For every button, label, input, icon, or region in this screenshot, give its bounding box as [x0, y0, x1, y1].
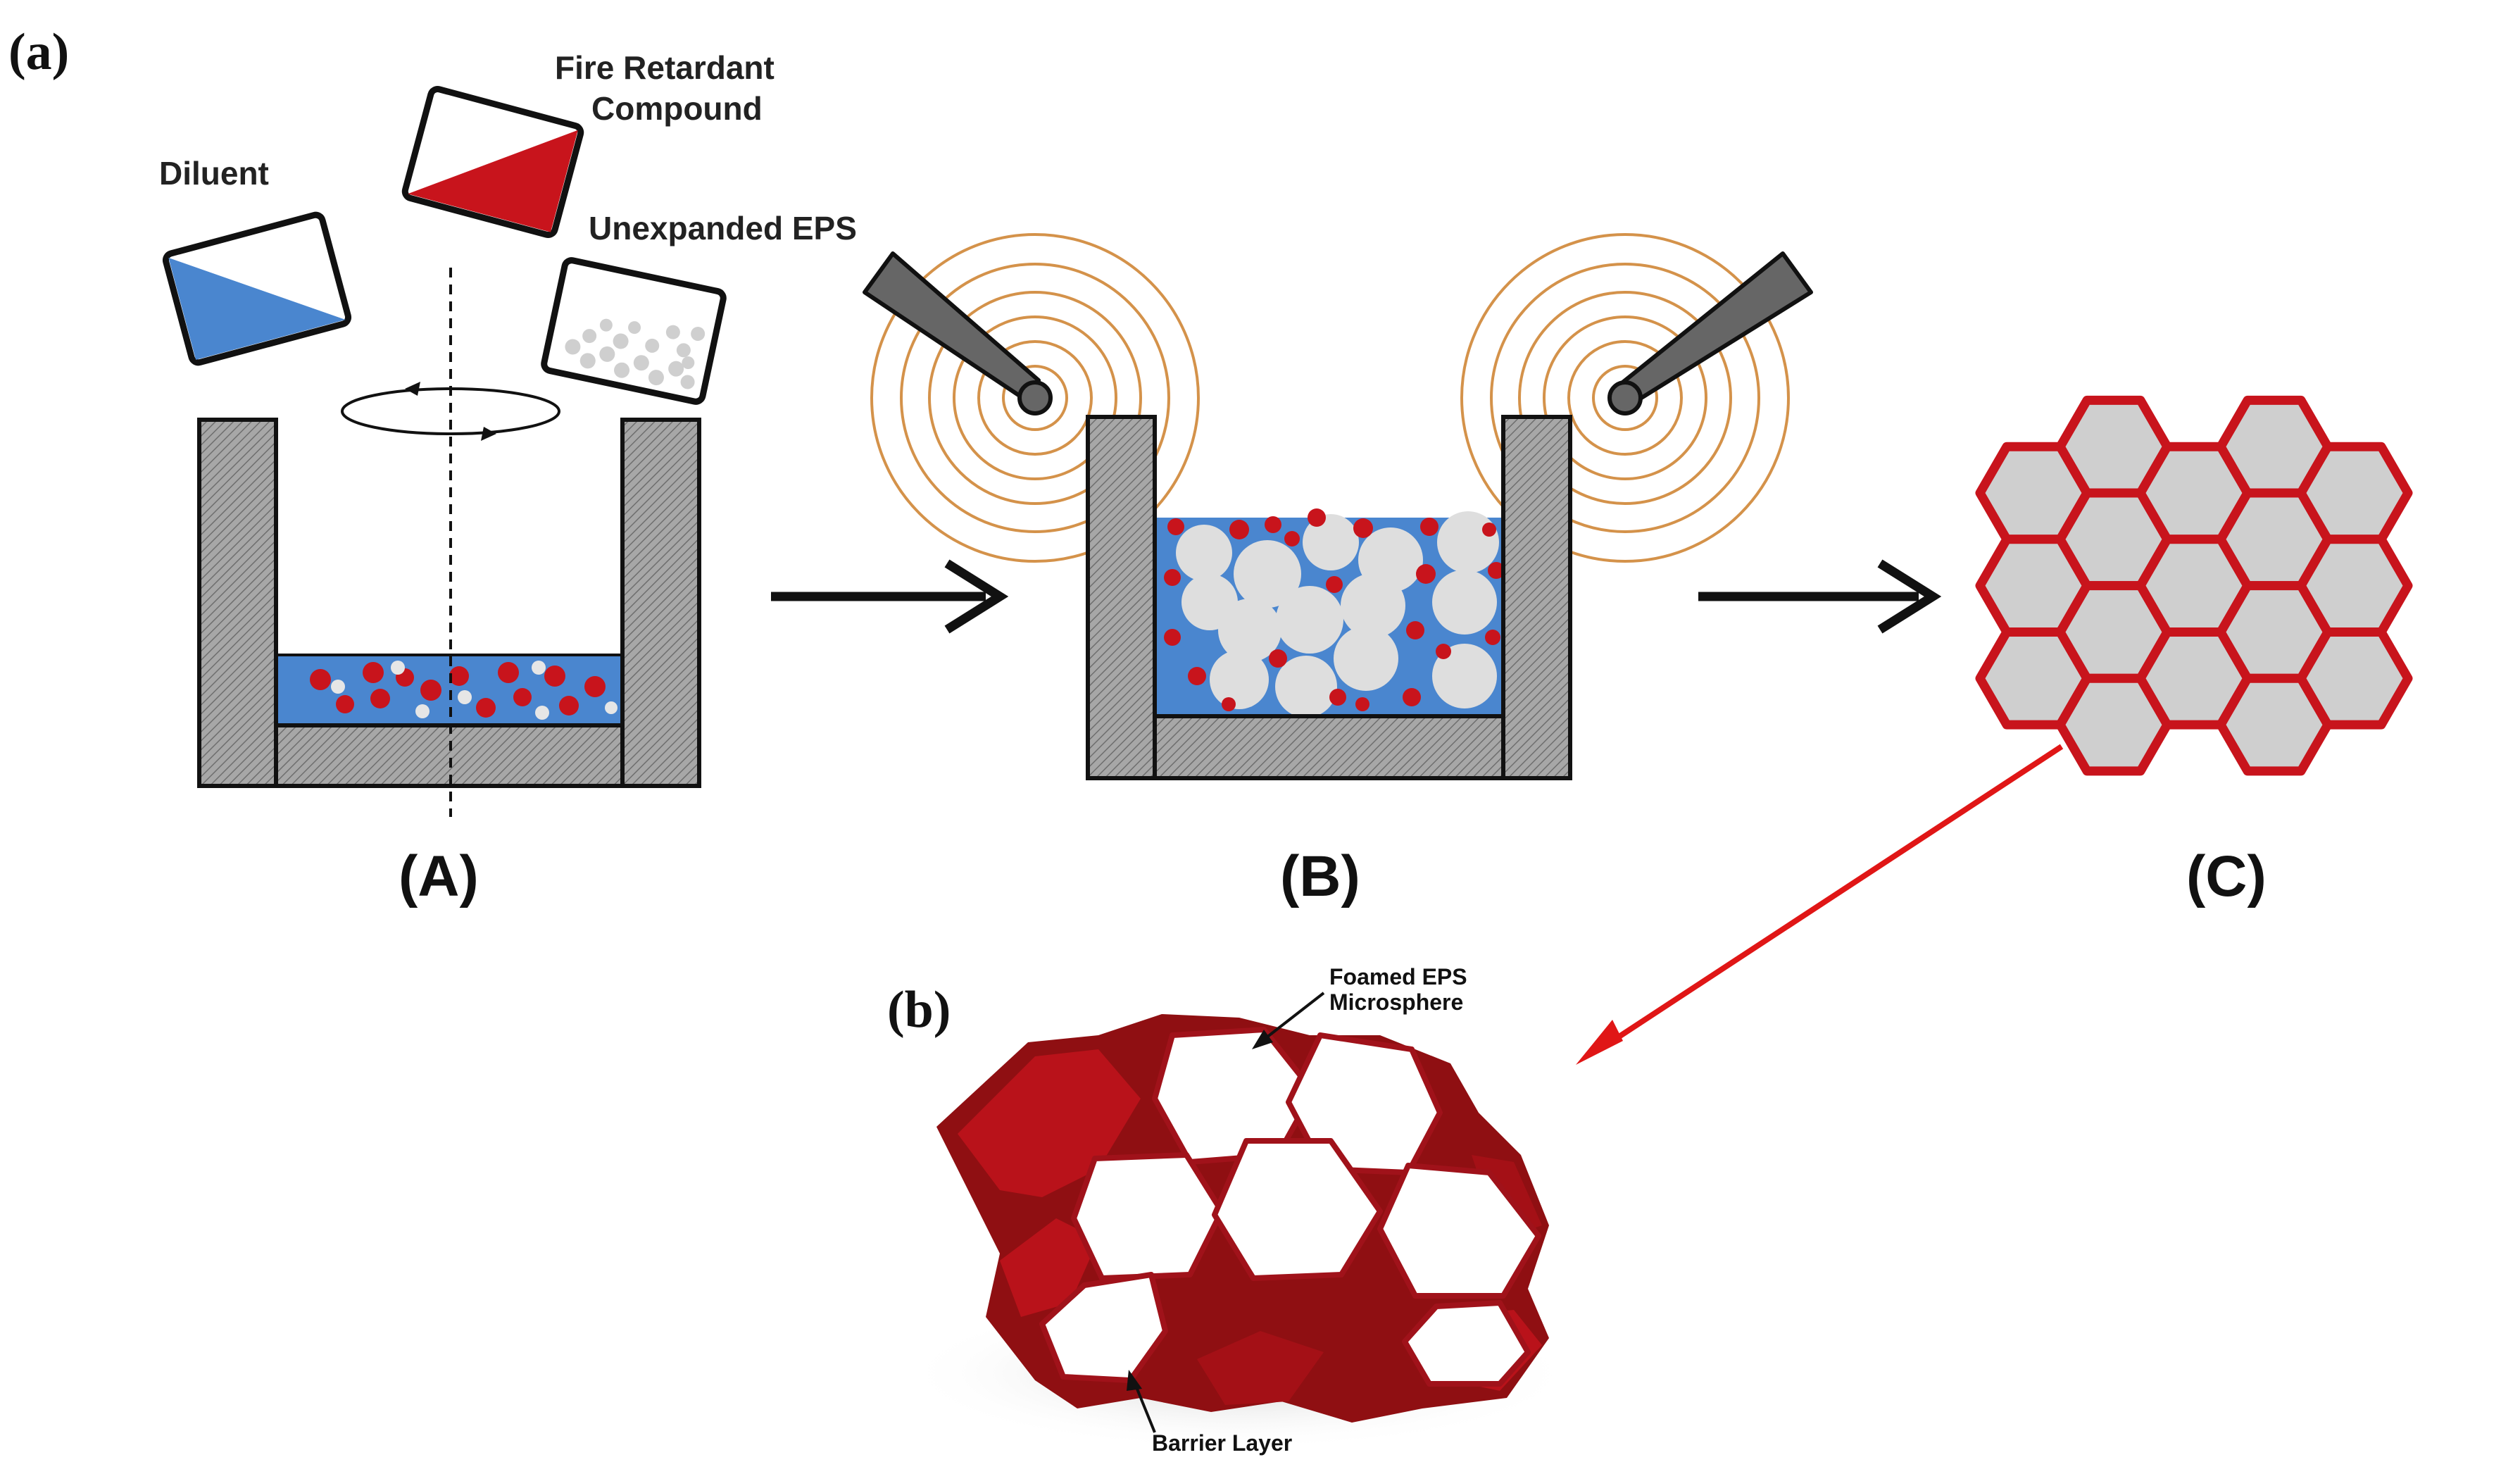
diluent-label: Diluent — [159, 155, 269, 192]
step-c-label: (C) — [2186, 844, 2267, 908]
panel-label-b: (b) — [887, 981, 951, 1039]
unexpanded-eps-label: Unexpanded EPS — [589, 210, 857, 246]
arrow-a-to-b — [771, 559, 1009, 634]
barrier-layer-label: Barrier Layer — [1152, 1430, 1292, 1456]
three-d-foam-structure — [936, 1014, 1549, 1423]
step-b-container — [1086, 415, 1572, 780]
unexpanded-eps-box-icon — [541, 257, 727, 405]
foamed-eps-label-line1: Foamed EPS — [1329, 964, 1467, 989]
mixture-particles — [310, 661, 618, 720]
zoom-pointer-arrow — [1576, 744, 2064, 1065]
diluent-box-icon — [162, 211, 352, 366]
foamed-eps-spheres — [1176, 511, 1499, 718]
sonicator-probe-right-icon — [1607, 251, 1813, 416]
sonicator-probe-left-icon — [863, 251, 1053, 416]
honeycomb-cell — [2296, 442, 2413, 544]
honeycomb-cell — [2296, 535, 2413, 637]
foamed-eps-pointer — [1252, 992, 1325, 1049]
step-a-label: (A) — [399, 844, 479, 908]
honeycomb-cell — [2296, 627, 2413, 730]
fire-retardant-box-icon — [401, 86, 584, 238]
honeycomb-foam-structure — [1975, 395, 2413, 776]
ultrasound-waves-left — [870, 233, 1200, 563]
arrow-b-to-c — [1698, 559, 1942, 634]
retardant-particles — [1164, 508, 1505, 711]
fire-retardant-label-line2: Compound — [591, 90, 763, 127]
barrier-layer-pointer — [1127, 1370, 1156, 1433]
stirring-rotation-icon — [341, 382, 560, 441]
step-b-label: (B) — [1280, 844, 1360, 908]
foamed-eps-label-line2: Microsphere — [1329, 989, 1463, 1015]
fire-retardant-label-line1: Fire Retardant — [555, 49, 775, 86]
panel-label-a: (a) — [8, 23, 69, 81]
ultrasound-waves-right — [1460, 233, 1790, 563]
